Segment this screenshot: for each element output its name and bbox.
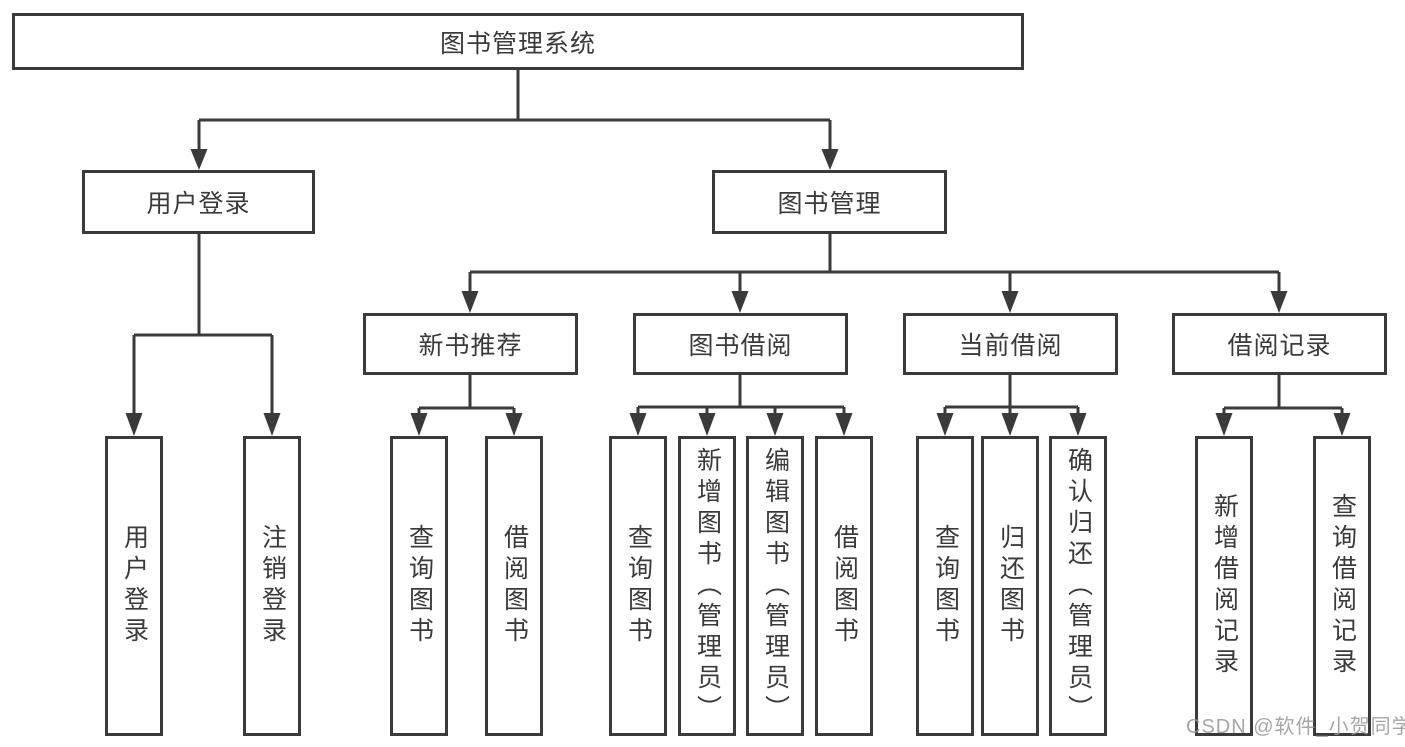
node-leaf-borrow-books-borrowing-label: 借阅图书 (830, 524, 859, 648)
node-leaf-query-borrow-record-label: 查询借阅记录 (1328, 493, 1357, 679)
watermark: CSDN @软件_小贺同学 (1186, 716, 1405, 738)
node-borrowing-records: 借阅记录 (1172, 313, 1387, 375)
node-leaf-query-books-recommend: 查询图书 (390, 436, 448, 736)
node-leaf-borrow-books-recommend-label: 借阅图书 (500, 524, 529, 648)
connector-new-book-children (410, 375, 523, 436)
node-leaf-add-book-admin-label: 新增图书（管理员） (693, 446, 722, 726)
connector-current-borrowing-children (936, 375, 1087, 436)
node-leaf-query-books-current: 查询图书 (916, 436, 974, 736)
node-leaf-query-borrow-record: 查询借阅记录 (1313, 436, 1371, 736)
node-leaf-logout-label: 注销登录 (258, 524, 287, 648)
node-leaf-borrow-books-borrowing: 借阅图书 (815, 436, 873, 736)
node-leaf-query-books-recommend-label: 查询图书 (405, 524, 434, 648)
node-user-login: 用户登录 (82, 170, 315, 234)
node-leaf-return-books: 归还图书 (981, 436, 1039, 736)
node-borrowing-records-label: 借阅记录 (1227, 332, 1332, 360)
node-book-borrowing-label: 图书借阅 (688, 332, 793, 360)
node-book-management-label: 图书管理 (777, 190, 882, 218)
connector-borrowing-records-children (1215, 375, 1351, 436)
node-leaf-borrow-books-recommend: 借阅图书 (485, 436, 543, 736)
node-leaf-confirm-return-admin: 确认归还（管理员） (1049, 436, 1107, 736)
connector-book-management-children (461, 234, 1288, 313)
node-new-book-recommendation: 新书推荐 (363, 313, 578, 375)
node-leaf-return-books-label: 归还图书 (996, 524, 1025, 648)
node-book-management: 图书管理 (712, 170, 947, 234)
connector-root-to-level2 (190, 70, 839, 170)
node-new-book-recommendation-label: 新书推荐 (418, 332, 523, 360)
node-leaf-query-books-borrowing-label: 查询图书 (624, 524, 653, 648)
node-leaf-add-borrow-record-label: 新增借阅记录 (1210, 493, 1239, 679)
node-leaf-user-login: 用户登录 (105, 436, 163, 736)
node-leaf-edit-book-admin: 编辑图书（管理员） (746, 436, 804, 736)
node-book-borrowing: 图书借阅 (633, 313, 848, 375)
node-leaf-query-books-current-label: 查询图书 (931, 524, 960, 648)
node-leaf-edit-book-admin-label: 编辑图书（管理员） (761, 446, 790, 726)
connector-book-borrowing-children (629, 375, 853, 436)
connector-user-login-children (125, 234, 281, 436)
node-leaf-query-books-borrowing: 查询图书 (609, 436, 667, 736)
node-user-login-label: 用户登录 (146, 190, 251, 218)
node-current-borrowing-label: 当前借阅 (958, 332, 1063, 360)
node-leaf-logout: 注销登录 (243, 436, 301, 736)
node-current-borrowing: 当前借阅 (903, 313, 1118, 375)
node-leaf-user-login-label: 用户登录 (120, 524, 149, 648)
node-leaf-add-borrow-record: 新增借阅记录 (1195, 436, 1253, 736)
node-library-system: 图书管理系统 (12, 13, 1024, 70)
node-leaf-confirm-return-admin-label: 确认归还（管理员） (1064, 446, 1093, 726)
node-leaf-add-book-admin: 新增图书（管理员） (678, 436, 736, 736)
node-library-system-label: 图书管理系统 (439, 29, 596, 58)
